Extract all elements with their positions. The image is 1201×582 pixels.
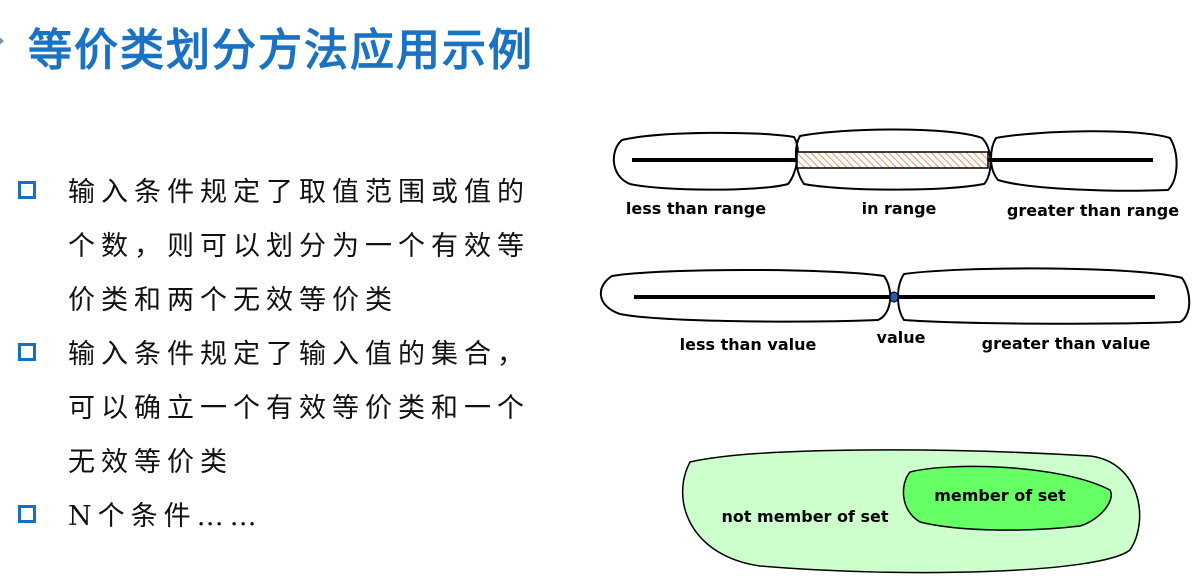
greater-than-range-label: greater than range (1007, 201, 1179, 220)
greater-than-range-region (990, 130, 1178, 192)
bullet-line: 输入条件规定了取值范围或值的 (68, 177, 530, 208)
greater-than-value-region (897, 267, 1191, 325)
in-range-label: in range (862, 199, 937, 218)
square-bullet-icon (18, 181, 36, 199)
range-hatch-bar (796, 151, 989, 169)
square-bullet-icon (18, 343, 36, 361)
value-label: value (877, 328, 926, 347)
bullet-line: 输入条件规定了输入值的集合， (68, 339, 530, 370)
member-of-set-label: member of set (934, 486, 1066, 505)
greater-than-value-label: greater than value (982, 334, 1151, 353)
bullet-line: 无效等价类 (68, 447, 233, 478)
bullet-line: 个数，则可以划分为一个有效等 (68, 231, 530, 262)
value-point (889, 291, 899, 303)
slide-title: 等价类划分方法应用示例 (28, 25, 534, 76)
less-than-value-label: less than value (680, 335, 817, 354)
member-of-set-region (902, 465, 1112, 531)
bullet-line: 价类和两个无效等价类 (68, 285, 398, 316)
bullet-line: 可以确立一个有效等价类和一个 (68, 393, 530, 424)
bullet-line: N个条件…… (68, 501, 263, 532)
bullet-item-set: 输入条件规定了输入值的集合， 可以确立一个有效等价类和一个 无效等价类 (18, 328, 530, 490)
bullet-item-range: 输入条件规定了取值范围或值的 个数，则可以划分为一个有效等 价类和两个无效等价类 (18, 166, 530, 328)
less-than-value-region (599, 269, 892, 323)
bullet-list: 输入条件规定了取值范围或值的 个数，则可以划分为一个有效等 价类和两个无效等价类… (18, 166, 530, 544)
not-member-of-set-label: not member of set (721, 507, 888, 526)
less-than-range-label: less than range (626, 199, 766, 218)
square-bullet-icon (18, 505, 36, 523)
less-than-range-region (612, 131, 799, 191)
in-range-region (794, 128, 992, 191)
title-arrow-icon (0, 32, 4, 50)
bullet-item-n-conditions: N个条件…… (18, 490, 530, 544)
